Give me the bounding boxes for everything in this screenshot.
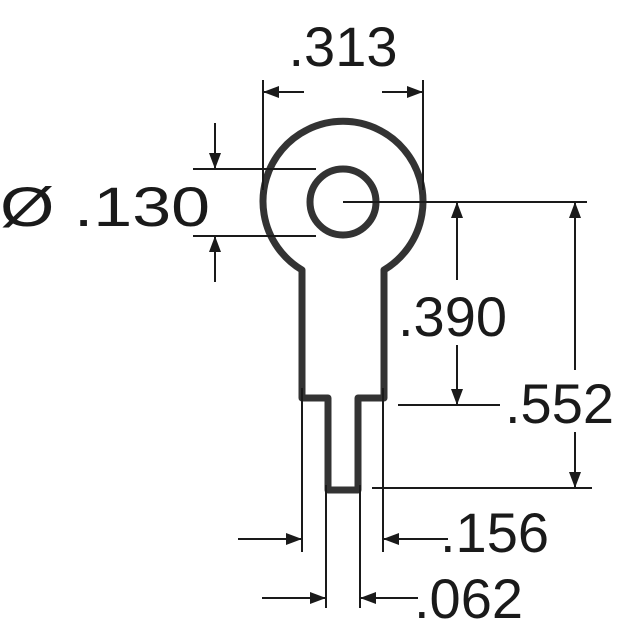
hole-to-end-label: .552	[505, 372, 614, 435]
hole-to-end-dimension	[372, 202, 592, 489]
hole-to-shoulder-label: .390	[398, 285, 507, 348]
shank-width-label: .156	[440, 501, 549, 564]
tip-width-dimension	[262, 485, 418, 608]
width-313-dimension	[262, 80, 424, 190]
hole-diameter-dimension	[193, 123, 316, 282]
hole-diameter-label: Ø .130	[0, 175, 210, 238]
tip-width-label: .062	[414, 567, 523, 630]
hole-to-shoulder-dimension	[398, 202, 500, 406]
shank-width-dimension	[238, 388, 448, 552]
width-313-label: .313	[289, 15, 398, 78]
terminal-outline	[259, 117, 427, 494]
